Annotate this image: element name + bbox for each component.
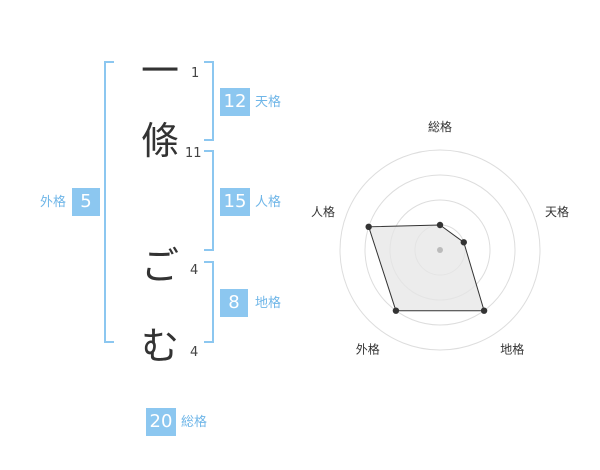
radar-axis-label-3: 地格 xyxy=(500,342,524,357)
stroke-count-1: 1 xyxy=(191,66,200,81)
radar-point-4 xyxy=(392,307,400,314)
radar-center-dot xyxy=(437,247,443,253)
radar-point-5 xyxy=(365,223,372,231)
stroke-count-4: 4 xyxy=(190,345,199,360)
gaikaku-value: 5 xyxy=(72,188,100,216)
stroke-count-3: 4 xyxy=(190,263,199,278)
soukaku-label: 総格 xyxy=(181,415,208,430)
jinkaku-value: 15 xyxy=(220,188,250,216)
stroke-count-2: 11 xyxy=(185,146,202,161)
radar-data-points xyxy=(365,221,488,314)
name-char-4: む xyxy=(140,324,179,368)
soukaku-value: 20 xyxy=(146,408,176,436)
radar-axis-label-2: 天格 xyxy=(545,204,569,219)
radar-axis-label-4: 外格 xyxy=(356,342,380,357)
radar-point-1 xyxy=(436,221,444,229)
tenkaku-bracket xyxy=(204,61,214,141)
chikaku-label: 地格 xyxy=(255,296,282,311)
name-char-2: 條 xyxy=(140,119,179,163)
radar-ring-4 xyxy=(339,149,541,351)
tenkaku-value: 12 xyxy=(220,88,250,116)
gaikaku-bracket xyxy=(104,61,114,343)
radar-data-polygon xyxy=(368,224,485,312)
jinkaku-bracket xyxy=(204,150,214,251)
name-char-3: ご xyxy=(140,244,179,288)
chikaku-value: 8 xyxy=(220,289,248,317)
radar-axis-label-1: 総格 xyxy=(428,119,452,134)
chikaku-bracket xyxy=(204,261,214,343)
radar-point-3 xyxy=(480,307,488,314)
radar-ring-3 xyxy=(364,174,516,326)
radar-point-2 xyxy=(460,239,467,246)
tenkaku-label: 天格 xyxy=(255,95,282,110)
jinkaku-label: 人格 xyxy=(255,195,282,210)
gaikaku-label: 外格 xyxy=(40,195,67,210)
radar-axis-label-5: 人格 xyxy=(311,204,335,219)
name-char-1: 一 xyxy=(140,49,179,93)
